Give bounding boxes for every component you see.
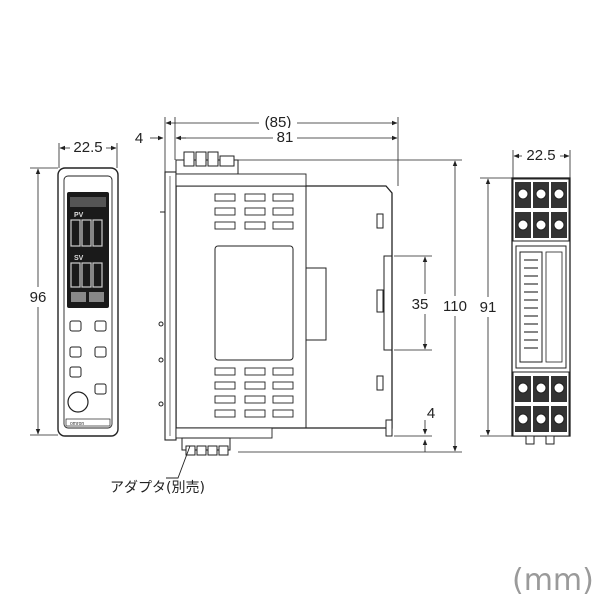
front-key-up [94, 346, 107, 358]
front-key-4 [69, 366, 82, 378]
side-label-area [214, 245, 294, 361]
side-front-offset-label: 4 [135, 130, 143, 147]
adapter-leader-line [166, 445, 191, 479]
front-view: 22.5 96 PV SV omron [24, 138, 119, 437]
front-height-label: 96 [30, 289, 47, 306]
rear-width-label: 22.5 [526, 147, 555, 164]
brand-logo: omron [70, 421, 84, 427]
side-body-depth-label: 81 [277, 129, 294, 146]
rear-height-label: 91 [480, 299, 497, 316]
side-total-height-label: 110 [443, 298, 467, 315]
side-rail-bottom-label: 4 [427, 405, 435, 422]
side-overall-depth-label: (85) [265, 114, 292, 131]
sv-label: SV [74, 255, 84, 262]
side-view: (85) 81 4 [110, 113, 470, 496]
front-key-1 [69, 320, 82, 332]
side-rail-height-label: 35 [412, 296, 429, 313]
front-display-window [67, 192, 109, 308]
front-key-3 [69, 346, 82, 358]
front-width-label: 22.5 [73, 139, 102, 156]
unit-label: (mm) [512, 563, 594, 598]
front-key-2 [94, 320, 107, 332]
rear-view: 22.5 91 [474, 146, 571, 445]
vent-slots-bottom [214, 367, 294, 418]
front-key-down [94, 383, 107, 395]
vent-slots-top [214, 193, 294, 230]
bottom-terminal-block [512, 371, 570, 437]
adapter-label: アダプタ(別売) [110, 480, 205, 496]
pv-label: PV [74, 212, 84, 219]
top-terminal-block [512, 178, 570, 242]
front-round-button [67, 391, 89, 413]
